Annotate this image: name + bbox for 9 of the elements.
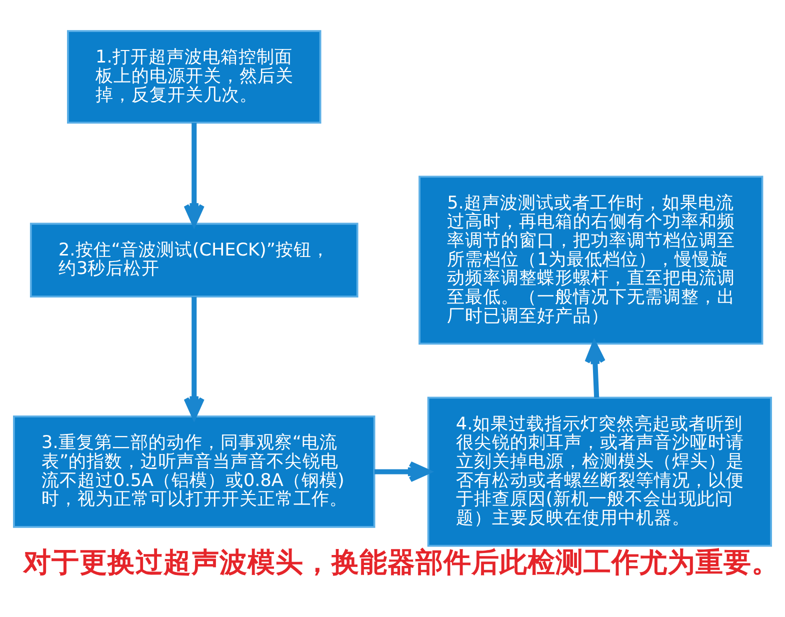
arrow [184,296,205,419]
arrow [374,461,431,482]
node-box: 5.超声波测试或者工作时，如果电流过高时，再电箱的右侧有个功率和频率调节的窗口，把功率调节档位调至所需档位（1为最低档位），慢慢旋动频率调整蝶形螺杆，直至把电流调至最低。（一般情况下无需调整，出厂时已调至好产品） [418,176,764,345]
caption: 对于更换过超声波模头，换能器部件后此检测工作尤为重要。 [23,546,780,579]
arrow [184,122,205,226]
node-box: 2.按住“音波测试(CHECK)”按钮，约3秒后松开 [30,222,358,298]
node-box: 4.如果过载指示灯突然亮起或者听到很尖锐的刺耳声，或者声音沙哑时请立刻关掉电源，检测模头（焊头）是否有松动或者螺丝断裂等情况，以便于排查原因(新机一般不会出现此问题）主要反映在使用中机器。 [427,396,772,547]
node-box: 1.打开超声波电箱控制面板上的电源开关，然后关掉，反复开关几次。 [67,30,322,124]
node-box: 3.重复第二部的动作，同事观察“电流表”的指数，边听声音当声音不尖锐电流不超过0.5A（铝模）或0.8A（钢模)时，视为正常可以打开开关正常工作。 [13,416,376,528]
